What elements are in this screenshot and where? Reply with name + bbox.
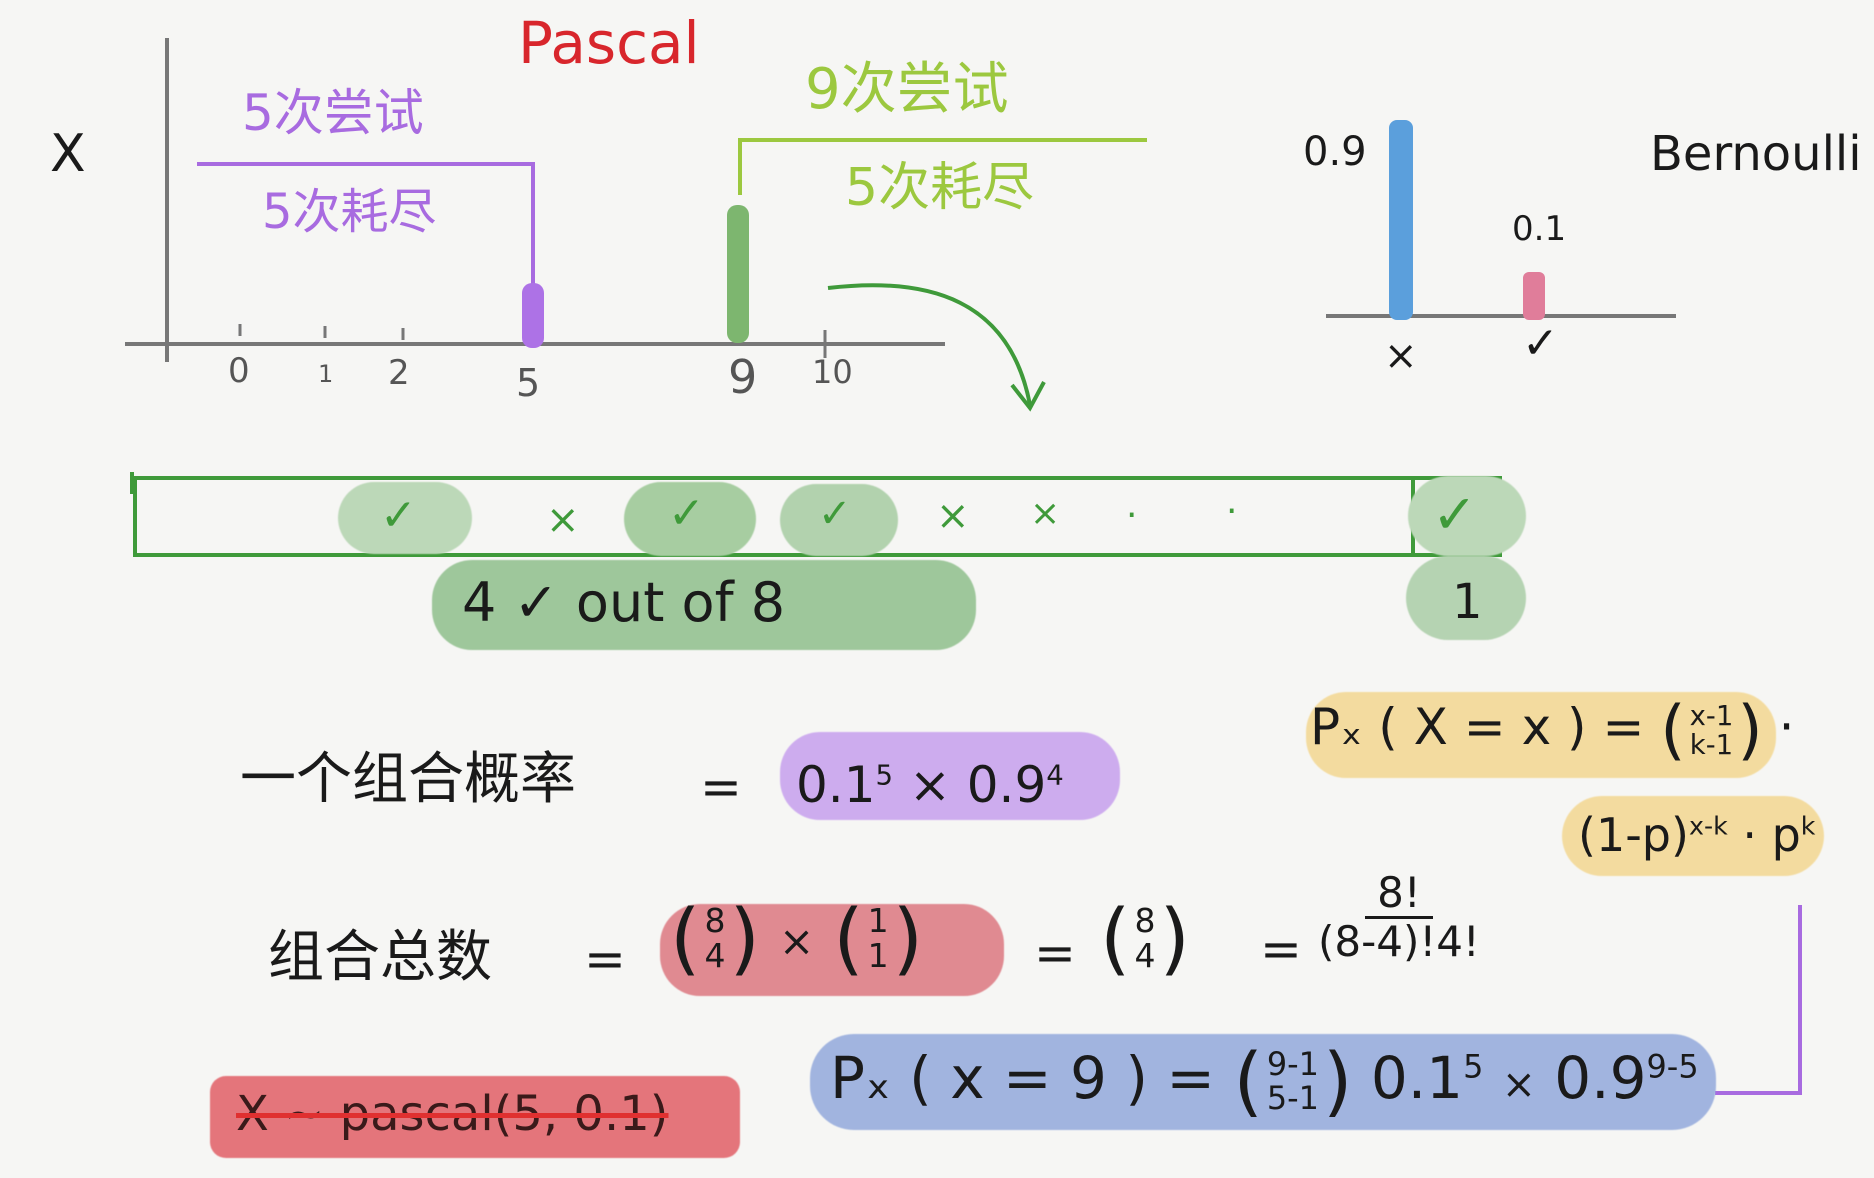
total-combos-eq3: = <box>1260 920 1302 978</box>
x-tick-10: 10 <box>812 353 853 391</box>
last-count: 1 <box>1452 574 1483 630</box>
trial-cell-8: · <box>1226 491 1238 532</box>
purple-bracket-bottom: 5次耗尽 <box>262 184 437 240</box>
pascal-y-label: X <box>50 124 86 184</box>
trial-cell-5: × <box>936 493 970 539</box>
total-combos-label: 组合总数 <box>268 925 492 990</box>
bernoulli-value-fail: 0.9 <box>1303 129 1367 175</box>
green-bracket-line <box>738 138 1147 195</box>
one-combo-eq: = <box>700 758 742 816</box>
bernoulli-label-success: ✓ <box>1522 318 1559 369</box>
green-bracket-bottom: 5次耗尽 <box>845 158 1035 218</box>
general-pmf-wash-2 <box>1562 796 1824 876</box>
bernoulli-value-success: 0.1 <box>1512 209 1567 249</box>
x-tick-9: 9 <box>728 350 758 404</box>
bernoulli-title: Bernoulli <box>1650 126 1862 182</box>
pascal-bar-5 <box>522 283 544 348</box>
trial-cell-7: · <box>1126 495 1138 536</box>
general-pmf-wash-1 <box>1306 692 1776 778</box>
green-bracket-top: 9次尝试 <box>805 57 1009 122</box>
crossed-out-distribution: X ~ pascal(5, 0.1) <box>236 1086 669 1142</box>
bernoulli-bar-success <box>1523 272 1545 320</box>
trial-cell-2: × <box>546 497 580 543</box>
one-combo-label: 一个组合概率 <box>240 747 576 812</box>
x-tick-2: 2 <box>388 353 410 393</box>
one-combo-value: 0.15 × 0.94 <box>796 756 1064 814</box>
trial-cell-6: × <box>1030 493 1061 534</box>
x-tick-5: 5 <box>516 361 541 405</box>
one-combo-wash <box>780 732 1120 820</box>
trial-last-cell: ✓ <box>1432 483 1478 546</box>
factorial-fraction: 8! (8-4)!4! <box>1318 868 1480 966</box>
x-tick-0: 0 <box>228 351 250 391</box>
bernoulli-label-fail: × <box>1384 333 1418 379</box>
summary-wash <box>432 560 976 650</box>
total-combos-wash <box>660 904 1004 996</box>
pascal-title: Pascal <box>518 9 700 77</box>
total-combos-eq: = <box>584 930 626 988</box>
total-combos-eq2: = <box>1034 924 1076 982</box>
trial-cell-4: ✓ <box>818 491 852 537</box>
curved-arrow <box>827 283 1032 406</box>
trial-summary: 4 ✓ out of 8 <box>462 571 786 634</box>
bernoulli-bar-fail <box>1389 120 1413 320</box>
general-pmf-line2: (1-p)x-k · pk <box>1578 808 1816 862</box>
specific-pmf-wash <box>810 1034 1716 1130</box>
pascal-bar-9 <box>727 205 749 343</box>
connector-line <box>1715 905 1802 1095</box>
crossed-out-wash <box>210 1076 740 1158</box>
trial-cell-3: ✓ <box>668 488 705 539</box>
purple-bracket-top: 5次尝试 <box>242 84 424 142</box>
x-tick-1: 1 <box>318 360 334 388</box>
purple-bracket-line <box>197 162 535 290</box>
trial-cell-1: ✓ <box>380 490 417 541</box>
